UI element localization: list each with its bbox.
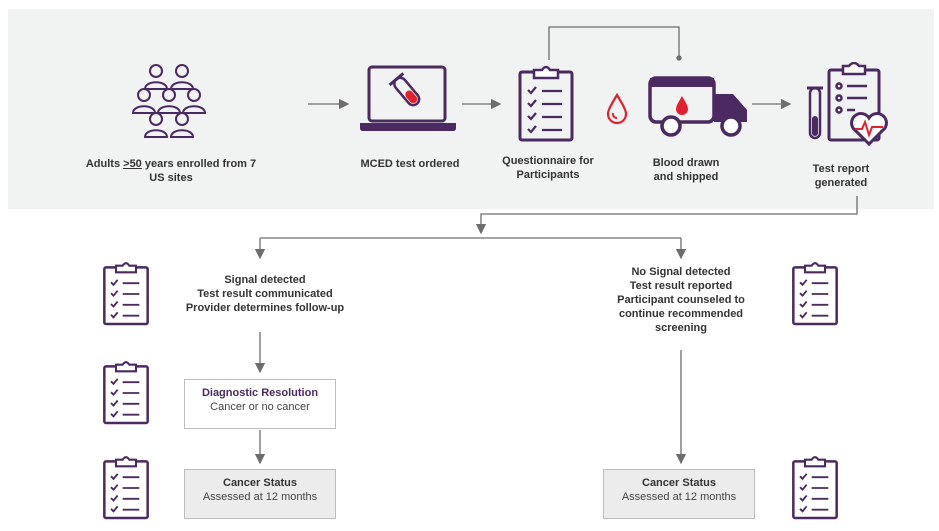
cancer-status-subtitle-right: Assessed at 12 months <box>621 491 737 503</box>
clipboard-icon-signal <box>103 262 149 326</box>
truck-blood-drop-icon <box>648 76 747 137</box>
connector-report-down <box>475 196 858 235</box>
cancer-status-title-right: Cancer Status <box>642 477 716 489</box>
cancer-status-subtitle-left: Assessed at 12 months <box>202 491 318 503</box>
people-group-icon <box>131 64 207 138</box>
participants-label: Adults >50 years enrolled from 7 US site… <box>85 158 257 184</box>
blood-drop-icon <box>606 93 628 125</box>
cancer-status-title-left: Cancer Status <box>223 477 297 489</box>
clipboard-icon-diagnostic <box>103 361 149 425</box>
test-ordered-label: MCED test ordered <box>360 158 460 170</box>
signal-detected-text: Signal detected Test result communicated… <box>185 274 345 314</box>
process-band <box>8 9 934 209</box>
diagnostic-resolution-box: Diagnostic Resolution Cancer or no cance… <box>184 379 336 429</box>
clipboard-icon-no-signal <box>792 262 838 326</box>
diagnostic-subtitle: Cancer or no cancer <box>210 401 310 413</box>
cancer-status-box-left: Cancer Status Assessed at 12 months <box>184 469 336 519</box>
clipboard-icon-status-right <box>792 456 838 520</box>
clipboard-icon-status-left <box>103 456 149 520</box>
diagnostic-title: Diagnostic Resolution <box>201 387 319 399</box>
report-heart-icon <box>807 62 888 147</box>
laptop-test-tube-icon <box>360 65 456 131</box>
bracket-questionnaire-blood <box>548 26 680 60</box>
questionnaire-clipboard-icon <box>518 65 574 142</box>
no-signal-text: No Signal detected Test result reported … <box>617 266 745 334</box>
cancer-status-box-right: Cancer Status Assessed at 12 months <box>603 469 755 519</box>
